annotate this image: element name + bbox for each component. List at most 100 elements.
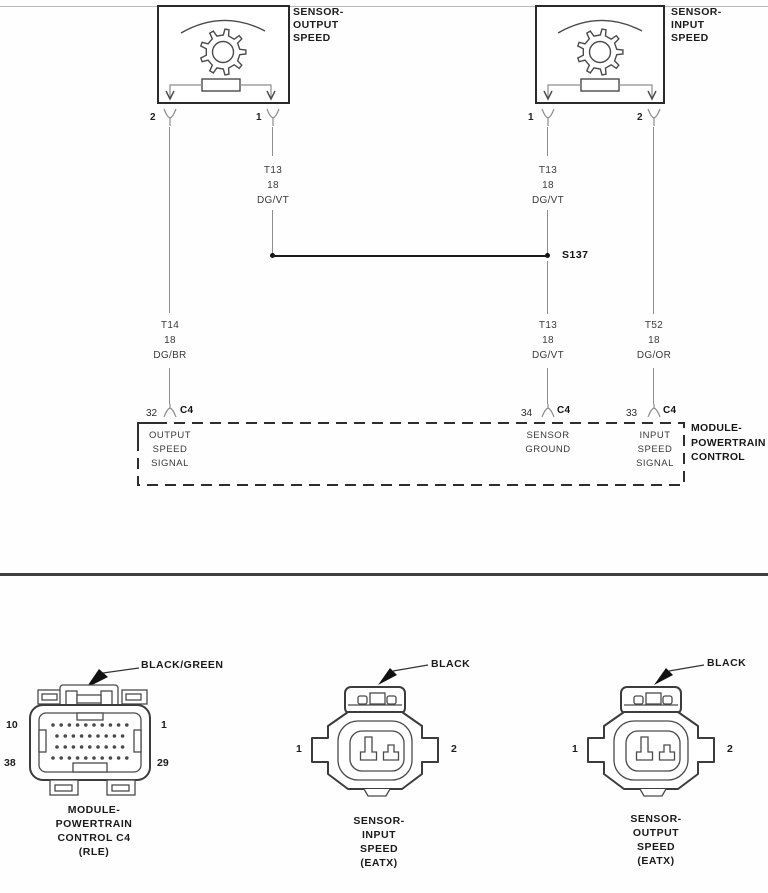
function-line: SPEED [637,444,673,455]
module-pin-number: 32 [146,408,158,419]
module-pin-number: 34 [521,408,533,419]
connector-pin-number: 2 [727,743,733,755]
module-pin-icon [163,404,177,418]
circuit-number: T13 [538,165,558,176]
label-line: SENSOR- [293,6,344,18]
callout-line [392,664,429,672]
wire-segment [547,368,548,404]
section-divider [0,573,768,576]
seal-ring [625,730,681,772]
wire-segment [272,210,273,254]
module-function-label: OUTPUT SPEED SIGNAL [140,429,200,471]
connector-color-label: BLACK/GREEN [141,659,224,671]
label-line: SENSOR- [671,6,722,18]
callout-arrow-icon [378,668,397,685]
label-line: OUTPUT [293,19,339,31]
wire-label: T14 18 DG/BR [140,318,200,363]
module-name-label: MODULE- POWERTRAIN CONTROL [691,421,766,465]
terminal-icon [541,108,555,127]
connector-body [311,686,439,797]
caption-line: SENSOR- [630,813,682,825]
gear-icon [200,28,247,76]
callout-line [668,664,705,672]
connector-body [29,684,151,796]
resistor-icon [543,78,657,101]
connector-pin-number: 1 [161,719,167,731]
label-line: POWERTRAIN [691,436,766,449]
module-connector-id: C4 [557,405,571,416]
splice-label: S137 [562,249,589,261]
connector-pin-number: 1 [296,743,302,755]
module-connector-id: C4 [663,405,677,416]
callout-line [102,667,140,674]
speed-sensor-icon [543,19,657,101]
function-line: SIGNAL [636,458,674,469]
wire-segment [547,127,548,156]
caption-line: CONTROL C4 [57,832,131,844]
sensor-pin-number: 1 [256,112,262,123]
rotation-arc-icon [557,19,643,34]
function-line: SPEED [152,444,188,455]
module-function-label: INPUT SPEED SIGNAL [624,429,686,471]
wire-label: T13 18 DG/VT [518,318,578,363]
wire-color-code: DG/BR [153,350,187,361]
wire-label: T52 18 DG/OR [624,318,684,363]
wire-color-code: DG/VT [531,350,565,361]
callout-arrow-icon [86,669,108,688]
caption-line: SPEED [359,843,399,855]
sensor-output-connector-view [587,664,715,797]
module-connector-id: C4 [180,405,194,416]
connector-color-label: BLACK [707,657,747,669]
wire-label: T13 18 DG/VT [518,163,578,208]
connector-pin-number: 2 [451,743,457,755]
wire-segment [547,210,548,254]
caption-line: INPUT [362,829,396,841]
wire-segment [169,368,170,404]
terminal-slot-icon [359,736,378,761]
wire-gauge: 18 [542,335,554,346]
function-line: INPUT [639,430,671,441]
function-line: GROUND [525,444,571,455]
callout-arrow-icon [654,668,673,685]
terminal-icon [163,108,177,127]
wire-gauge: 18 [164,335,176,346]
module-c4-connector-view [29,667,151,796]
wire-color-code: DG/VT [256,195,290,206]
sensor-pin-number: 2 [637,112,643,123]
wire-segment [653,127,654,314]
wire-gauge: 18 [267,180,279,191]
sensor-input-connector-view [311,664,439,797]
module-pin-icon [541,404,555,418]
connector-pin-number: 10 [6,719,18,731]
caption-line: (EATX) [360,857,398,869]
sensor-pin-number: 1 [528,112,534,123]
caption-line: POWERTRAIN [55,818,133,830]
connector-pin-number: 29 [157,757,169,769]
function-line: SENSOR [526,430,570,441]
label-line: MODULE- [691,422,743,434]
label-line: CONTROL [691,451,746,463]
splice-wire [272,255,548,257]
label-line: SPEED [671,32,709,44]
terminal-slot-icon [635,736,654,761]
wire-segment [272,127,273,156]
speed-sensor-icon [165,19,276,101]
module-pin-icon [647,404,661,418]
pin-arrow-icon [165,90,276,101]
terminal-icon [266,108,280,127]
connector-body [587,686,715,797]
circuit-number: T14 [160,320,180,331]
gear-icon [577,28,624,76]
caption-line: SENSOR- [353,815,405,827]
caption-line: MODULE- [67,804,121,816]
label-line: INPUT [671,19,705,31]
connector-caption: MODULE- POWERTRAIN CONTROL C4 (RLE) [14,803,174,859]
label-line: SPEED [293,32,331,44]
resistor-icon [165,78,276,101]
caption-line: (EATX) [637,855,675,867]
module-dashed-box [137,422,685,486]
circuit-number: T13 [263,165,283,176]
sensor-input-speed-label: SENSOR- INPUT SPEED [671,6,722,45]
caption-line: (RLE) [78,846,110,858]
